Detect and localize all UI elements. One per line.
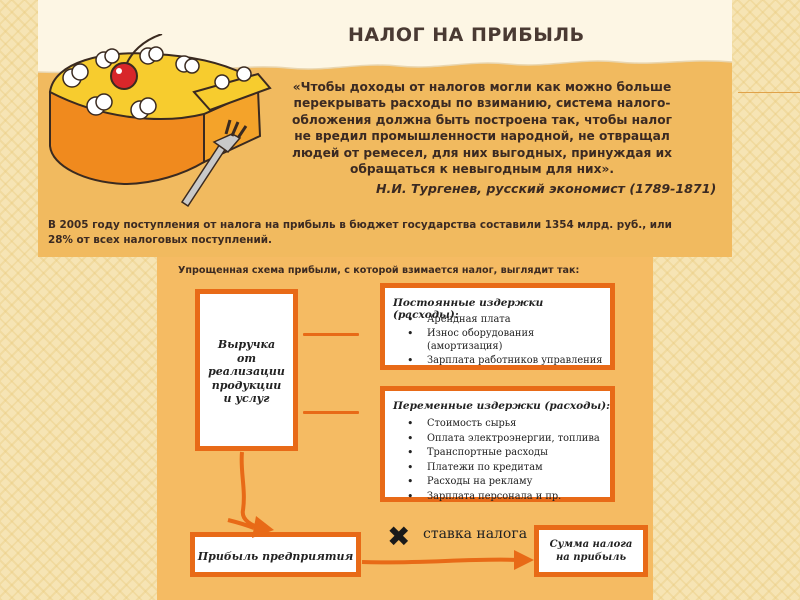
- quote-line: «Чтобы доходы от налогов могли как можно…: [292, 80, 672, 94]
- arrow-icon: [227, 451, 274, 538]
- variable-costs-box: Переменные издержки (расходы): Стоимость…: [380, 386, 615, 504]
- statistic-line: В 2005 году поступления от налога на при…: [48, 219, 672, 231]
- tax-sum-line: на прибыль: [555, 552, 627, 563]
- scheme-title: Упрощенная схема прибыли, с которой взим…: [178, 265, 580, 276]
- profit-box: Прибыль предприятия: [190, 532, 361, 577]
- quote-text: «Чтобы доходы от налогов могли как можно…: [272, 79, 692, 177]
- list-item: Расходы на рекламу: [405, 475, 600, 490]
- list-item: Арендная плата: [405, 313, 610, 327]
- tax-sum-line: Сумма налога: [549, 539, 633, 550]
- cake-illustration: [48, 34, 272, 208]
- decorative-line: [738, 92, 800, 93]
- quote-line: людей от ремесел, для них выгодных, прин…: [292, 145, 672, 160]
- list-item: Зарплата персонала и пр.: [405, 490, 600, 505]
- arrow-icon: [361, 550, 534, 570]
- statistic-text: В 2005 году поступления от налога на при…: [48, 218, 728, 248]
- tax-rate-label: ставка налога: [423, 526, 528, 542]
- tax-sum-label: Сумма налога на прибыль: [539, 538, 643, 564]
- revenue-line: от реализации: [208, 351, 285, 379]
- revenue-line: Выручка: [217, 338, 276, 351]
- list-item: Платежи по кредитам: [405, 461, 600, 476]
- variable-costs-list: Стоимость сырья Оплата электроэнергии, т…: [405, 417, 600, 504]
- revenue-line: и услуг: [223, 392, 270, 405]
- fixed-costs-box: Постоянные издержки (расходы): Арендная …: [380, 283, 615, 370]
- page-title: НАЛОГ НА ПРИБЫЛЬ: [348, 24, 585, 46]
- statistic-line: 28% от всех налоговых поступлений.: [48, 234, 272, 246]
- revenue-line: продукции: [211, 378, 282, 392]
- list-item: Износ оборудования (амортизация): [405, 327, 610, 354]
- list-item: Транспортные расходы: [405, 446, 600, 461]
- list-item: Зарплата работников управления: [405, 354, 610, 368]
- quote-author: Н.И. Тургенев, русский экономист (1789-1…: [376, 181, 717, 196]
- revenue-label: Выручка от реализации продукции и услуг: [200, 338, 293, 406]
- tax-sum-box: Сумма налога на прибыль: [534, 525, 648, 577]
- quote-line: обложения должна быть построена так, что…: [292, 112, 672, 127]
- variable-costs-heading: Переменные издержки (расходы):: [393, 400, 610, 412]
- profit-label: Прибыль предприятия: [197, 550, 354, 563]
- fixed-costs-list: Арендная плата Износ оборудования (аморт…: [405, 313, 610, 367]
- cream-decorations: [62, 46, 252, 120]
- quote-line: не вредил промышленности народной, не от…: [294, 129, 670, 144]
- connector-line-fixed: [303, 333, 359, 336]
- quote-line: обращаться к невыгодным для них».: [350, 162, 614, 177]
- connector-line-variable: [303, 411, 359, 414]
- list-item: Стоимость сырья: [405, 417, 600, 432]
- list-item: Оплата электроэнергии, топлива: [405, 432, 600, 447]
- revenue-box: Выручка от реализации продукции и услуг: [195, 289, 298, 451]
- quote-line: перекрывать расходы по взиманию, система…: [293, 96, 671, 111]
- fork-icon: [180, 119, 248, 208]
- multiply-icon: ✖: [387, 520, 411, 553]
